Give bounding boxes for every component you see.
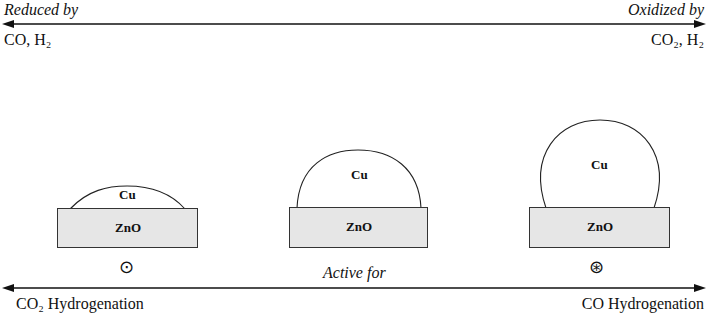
zno-support: ZnO (57, 208, 198, 248)
arrowhead (694, 20, 706, 28)
cu-particle: Cu (535, 118, 663, 208)
cu-particle: Cu (295, 149, 423, 208)
zno-support: ZnO (529, 207, 670, 248)
catalyst-symbol: ⊙ (119, 257, 134, 278)
top-double-arrow (10, 23, 698, 24)
axis-heading: Active for (323, 264, 386, 282)
axis-heading: Reduced by (4, 1, 78, 19)
zno-label: ZnO (587, 220, 613, 234)
axis-heading: Oxidized by (628, 1, 704, 19)
zno-label: ZnO (115, 221, 141, 235)
cu-label: Cu (591, 158, 608, 172)
axis-label: CO Hydrogenation (582, 295, 704, 313)
bottom-double-arrow (10, 287, 698, 288)
axis-label: CO₂, H₂ (651, 31, 704, 49)
cu-label: Cu (351, 168, 368, 182)
arrowhead (2, 20, 14, 28)
zno-label: ZnO (346, 220, 372, 234)
catalyst-symbol: ⊛ (589, 257, 604, 278)
zno-support: ZnO (289, 207, 428, 248)
cu-shape (297, 150, 421, 208)
axis-label: CO, H₂ (4, 31, 51, 49)
cu-shape (541, 120, 660, 208)
arrowhead (2, 284, 14, 292)
arrowhead (694, 284, 706, 292)
axis-label: CO₂ Hydrogenation (16, 295, 144, 313)
cu-shape (70, 186, 185, 209)
cu-label: Cu (119, 188, 136, 202)
cu-particle: Cu (66, 186, 189, 209)
